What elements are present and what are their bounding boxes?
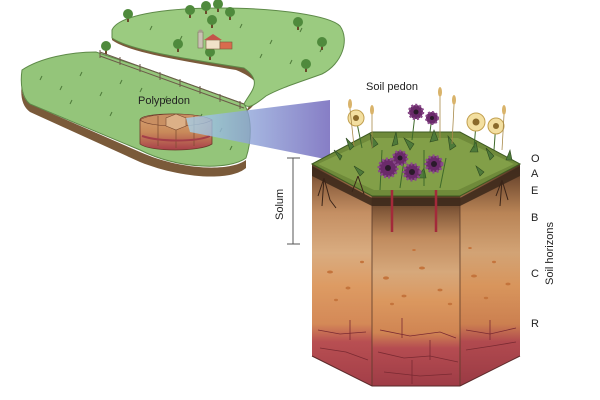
fence-icon bbox=[99, 50, 245, 109]
root-icon bbox=[317, 175, 509, 209]
a-horizon-band bbox=[312, 166, 520, 206]
grass-tufts bbox=[39, 23, 323, 151]
soil-pedon bbox=[310, 87, 522, 387]
farmhouse-icon bbox=[204, 34, 233, 50]
gravel-specks bbox=[327, 247, 511, 306]
magnify-beam bbox=[186, 100, 330, 160]
horizon-letter-c: C bbox=[531, 268, 539, 280]
landscape bbox=[20, 0, 345, 177]
taproots bbox=[390, 190, 438, 232]
solum-bracket bbox=[287, 157, 300, 245]
horizon-letter-a: A bbox=[531, 168, 539, 180]
horizon-letter-e: E bbox=[531, 185, 538, 197]
silo-icon bbox=[197, 29, 204, 49]
solum-label: Solum bbox=[274, 189, 286, 220]
pedon-front-face bbox=[372, 196, 460, 386]
horizon-letter-b: B bbox=[531, 212, 538, 224]
polypedon-label: Polypedon bbox=[138, 95, 190, 107]
flower-icon bbox=[347, 87, 506, 182]
tree-icon bbox=[101, 0, 327, 72]
soil-horizons-label: Soil horizons bbox=[544, 222, 556, 285]
horizon-letter-o: O bbox=[531, 153, 540, 165]
horizon-letter-r: R bbox=[531, 318, 539, 330]
bedrock-cracks bbox=[317, 318, 517, 384]
pedon-left-face bbox=[312, 164, 372, 386]
landscape-edge-lower bbox=[21, 70, 246, 177]
vegetation bbox=[333, 105, 513, 191]
horizon-letters: O A E B C R bbox=[531, 153, 540, 330]
soil-pedon-label: Soil pedon bbox=[366, 81, 418, 93]
